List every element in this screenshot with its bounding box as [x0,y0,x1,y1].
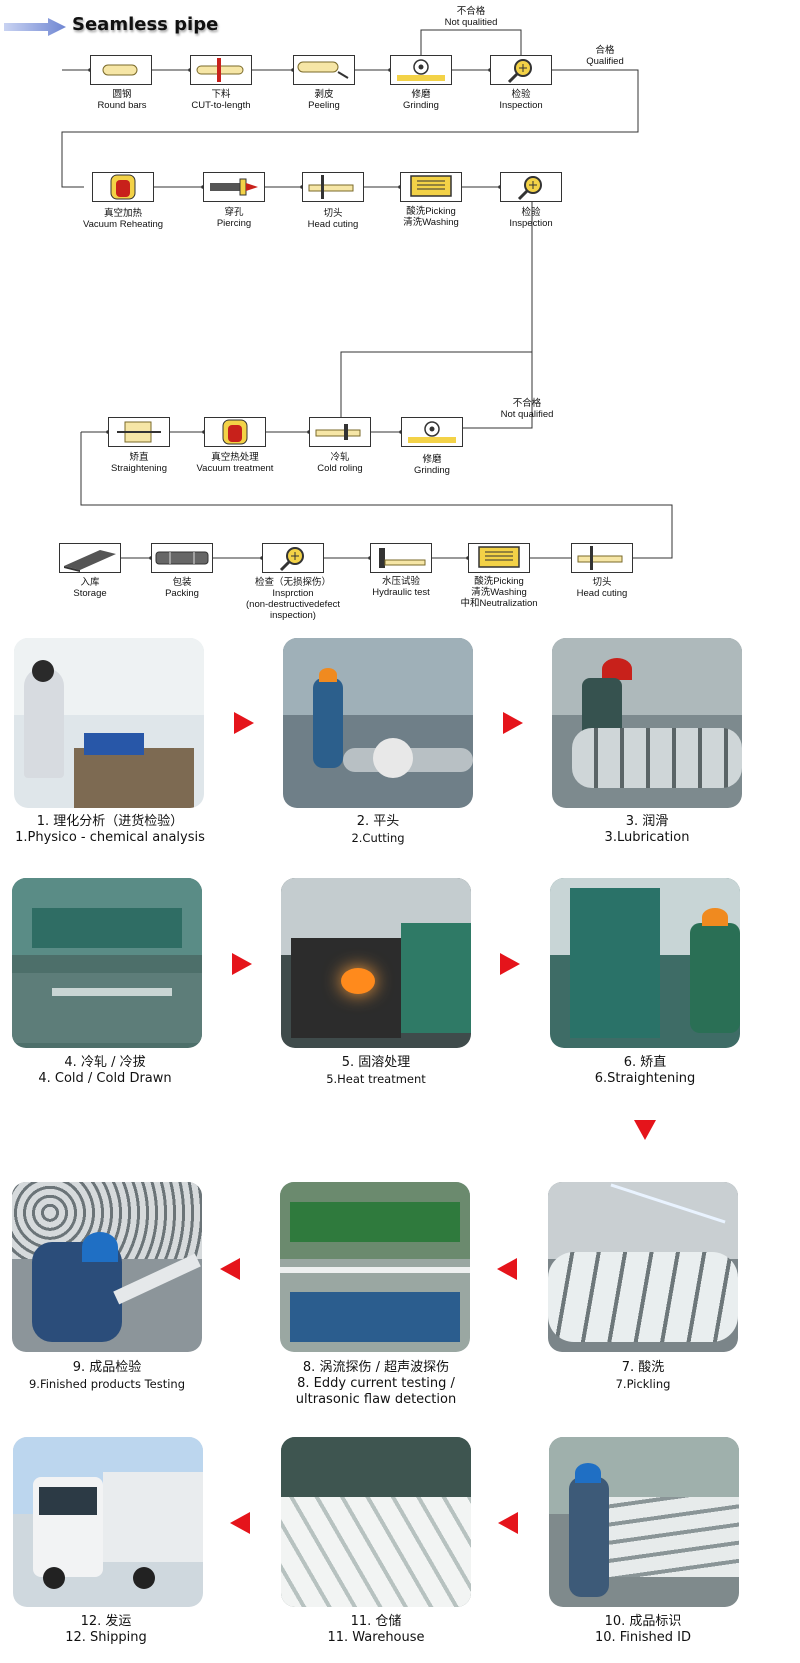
flow-diagram [61,29,673,560]
arrow-left-icon [220,1258,240,1280]
photo-warehouse [281,1437,471,1607]
caption-step-1: 1. 理化分析（进货检验）1.Physico - chemical analys… [15,814,205,845]
photo-lubrication [552,638,742,808]
magnifier-icon [279,547,304,572]
tank-icon [410,175,452,197]
grinding-icon [408,421,456,443]
head-cutting-box-1 [302,172,364,202]
pipe-stack-icon [64,550,116,572]
cutter-icon [308,175,354,199]
neutralization-box [468,543,530,573]
photo-finished-id [549,1437,739,1607]
page-title: Seamless pipe [72,14,219,35]
photo-pickling [548,1182,738,1352]
head-cutting-box-2 [571,543,633,573]
peeling-icon [297,61,349,79]
photo-eddy-current [280,1182,470,1352]
magnifier-icon [517,176,542,201]
photo-heat-treatment [281,878,471,1048]
photo-lab-analysis [14,638,204,808]
inspection-box-1 [490,55,552,85]
vacuum-treatment-box [204,417,266,447]
hydraulic-icon [379,548,426,568]
round-bars-box [90,55,152,85]
arrow-right-icon [232,953,252,975]
arrow-left-icon [498,1512,518,1534]
vacuum-reheating-box [92,172,154,202]
grinding-box [390,55,452,85]
photo-finished-testing [12,1182,202,1352]
label-ndt-inspection: 检查（无损探伤）Insprction(non-destructivedefect… [246,577,340,621]
cold-rolling-box [309,417,371,447]
straightener-icon [117,421,161,443]
arrow-left-icon [230,1512,250,1534]
header-arrow-icon [4,18,66,36]
round-bar-icon [102,64,138,76]
arrow-right-icon [503,712,523,734]
cut-to-length-box [190,55,252,85]
arrow-right-icon [234,712,254,734]
piercing-icon [210,178,258,196]
straightening-box [108,417,170,447]
arrow-right-icon [500,953,520,975]
grinding-icon [397,59,445,81]
furnace-icon [110,174,136,200]
arrow-left-icon [497,1258,517,1280]
packing-box [151,543,213,573]
hydraulic-test-box [370,543,432,573]
rolling-icon [315,424,361,440]
storage-box [59,543,121,573]
peeling-box [293,55,355,85]
tank-icon [478,546,520,568]
inspection-box-2 [500,172,562,202]
bundle-icon [155,551,209,565]
magnifier-icon [507,59,532,84]
grinding-box-2 [401,417,463,447]
furnace-icon [222,419,248,445]
photo-cold-drawn [12,878,202,1048]
ndt-inspection-box [262,543,324,573]
cutter-icon [577,546,623,570]
photo-straightening [550,878,740,1048]
photo-cutting [283,638,473,808]
arrow-down-icon [634,1120,656,1140]
saw-icon [196,58,244,82]
photo-shipping [13,1437,203,1607]
picking-washing-box [400,172,462,202]
piercing-box [203,172,265,202]
